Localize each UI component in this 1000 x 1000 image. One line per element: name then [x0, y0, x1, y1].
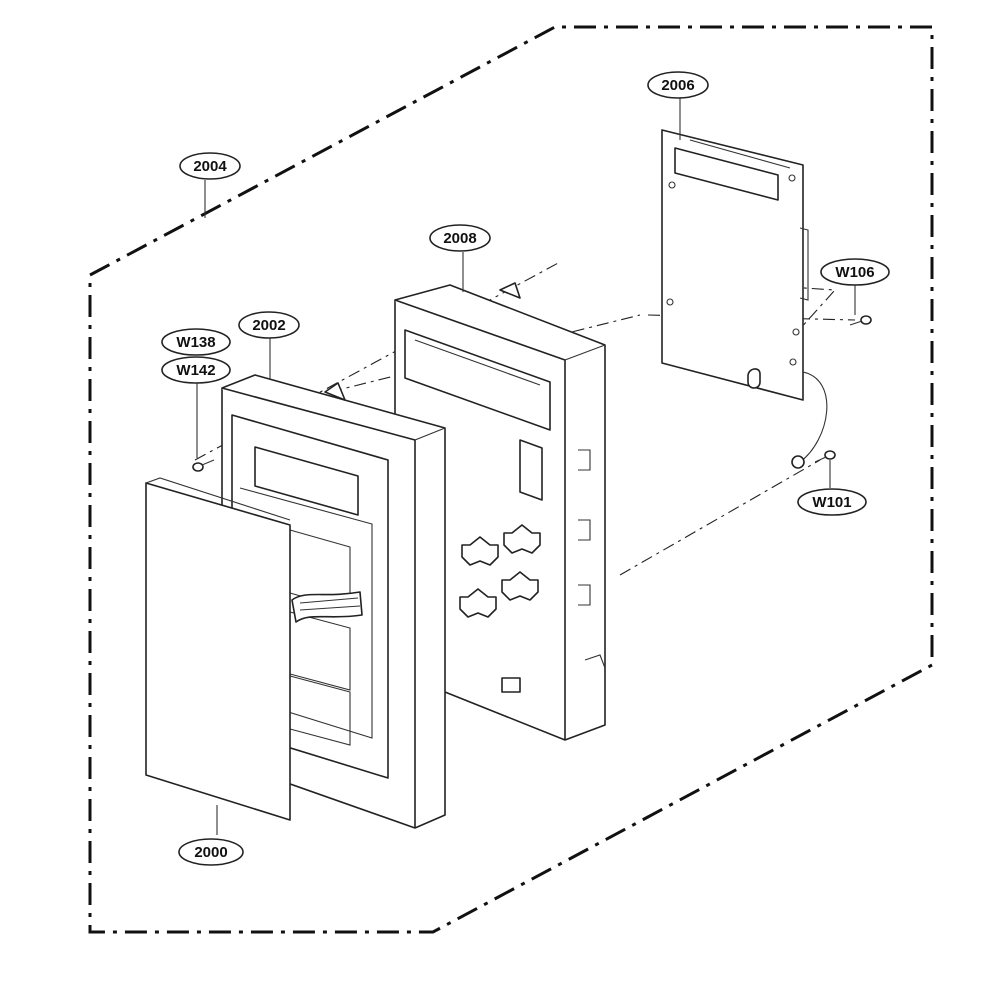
callout-2008: 2008 [429, 224, 491, 252]
callout-w106-label: W106 [835, 264, 874, 281]
assembly-boundary [88, 25, 934, 934]
keypad-cross-openings [459, 524, 541, 618]
screw-w106 [849, 315, 872, 326]
callout-w106: W106 [820, 258, 890, 286]
callout-2004-label: 2004 [193, 158, 227, 175]
callout-2002: 2002 [238, 311, 300, 339]
callout-2006-label: 2006 [661, 77, 694, 94]
callout-2000-label: 2000 [194, 844, 227, 861]
callout-w138: W138 [161, 328, 231, 356]
callout-w142-label: W142 [176, 362, 215, 379]
part-2008-frame [394, 282, 606, 741]
part-2006-pcb [661, 129, 828, 469]
screw-w101 [814, 450, 836, 463]
callout-w138-label: W138 [176, 334, 215, 351]
callout-2000: 2000 [178, 838, 244, 866]
callout-2004: 2004 [179, 152, 241, 180]
callout-w101-label: W101 [812, 494, 851, 511]
callout-w101: W101 [797, 488, 867, 516]
part-2000-front-cover [145, 477, 291, 821]
callout-2002-label: 2002 [252, 317, 285, 334]
callout-w142: W142 [161, 356, 231, 384]
screw-w138-w142 [192, 459, 215, 472]
callout-2006: 2006 [647, 71, 709, 99]
callout-leaders [196, 98, 856, 835]
callout-2008-label: 2008 [443, 230, 476, 247]
